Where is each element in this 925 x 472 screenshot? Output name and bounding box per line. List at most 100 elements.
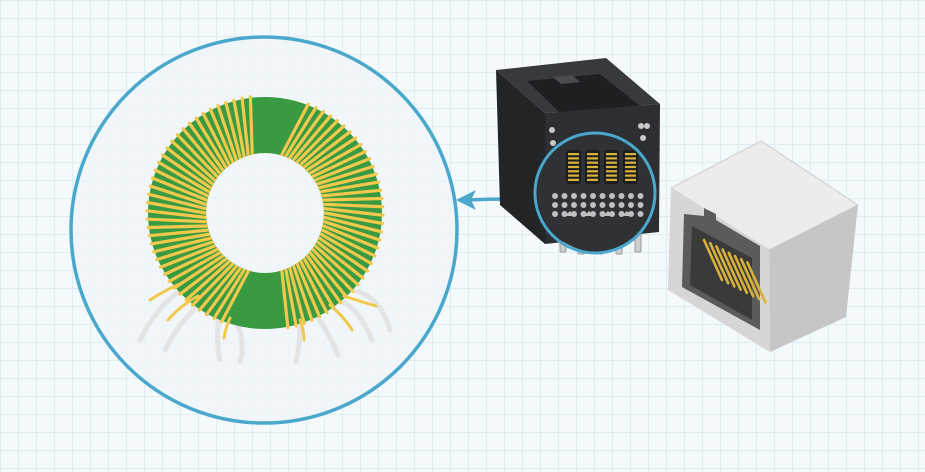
winding-turn	[316, 240, 365, 280]
winding-turn	[145, 209, 207, 219]
contact-pin	[746, 261, 767, 304]
lead-wire	[293, 322, 303, 365]
contact-pin	[733, 254, 755, 298]
winding-turn	[323, 207, 385, 217]
winding-turn	[157, 160, 211, 194]
winding-turn	[240, 96, 250, 157]
solder-pad	[561, 193, 568, 199]
winding-turn	[319, 232, 373, 266]
winding-turn	[178, 257, 228, 296]
lead-wire	[215, 312, 223, 363]
solder-pad	[637, 211, 644, 217]
lead-wire	[337, 297, 375, 343]
winding-turn	[220, 269, 250, 324]
winding-turn	[175, 133, 219, 178]
winding-turn	[299, 260, 329, 315]
winding-turn	[160, 153, 212, 190]
jack-side-face	[496, 70, 545, 244]
magnetic-rj45-jack	[496, 58, 660, 255]
jack-coil-blocks	[566, 150, 638, 184]
winding-turn	[316, 164, 375, 186]
contact-pin	[727, 251, 749, 295]
callout-arrowhead	[456, 190, 476, 210]
winding-turn	[322, 220, 382, 242]
lead-wire	[166, 294, 200, 322]
solder-pad	[637, 193, 644, 199]
solder-pad	[618, 193, 625, 199]
winding-turn	[280, 269, 290, 330]
winding-turn	[167, 251, 222, 283]
winding-turn	[280, 102, 310, 157]
winding-turn	[146, 224, 208, 230]
lead-wire	[349, 287, 393, 333]
winding-turn	[288, 109, 326, 160]
winding-turn	[216, 104, 238, 162]
winding-turn	[308, 143, 363, 175]
winding-turn	[321, 188, 383, 198]
winding-turn	[190, 262, 235, 307]
solder-pad	[590, 193, 596, 199]
winding-turn	[197, 264, 238, 312]
solder-pad	[580, 211, 587, 217]
lead-wire	[342, 294, 378, 308]
winding-turn	[208, 107, 235, 164]
winding-turn	[170, 139, 217, 182]
contact-pin	[739, 257, 761, 301]
winding-turn	[155, 240, 214, 262]
winding-leads	[148, 281, 378, 342]
solder-pad	[609, 202, 615, 208]
winding-turn	[308, 251, 349, 299]
solder-pad	[590, 202, 596, 208]
winding-turn	[152, 236, 212, 254]
contact-pin	[708, 241, 730, 285]
lead-wire	[222, 316, 232, 340]
contact-pin	[702, 238, 724, 282]
coil-block	[585, 150, 600, 184]
winding-turn	[165, 146, 214, 186]
jack-latch-notch	[553, 75, 580, 84]
winding-turn	[321, 228, 377, 258]
solder-pad	[552, 193, 558, 199]
winding-turn	[322, 202, 385, 209]
winding-turn	[284, 105, 318, 158]
winding-turn	[322, 224, 380, 250]
winding-turn	[204, 266, 242, 317]
winding-turn	[313, 157, 372, 182]
winding-turn	[322, 196, 384, 202]
winding-turn	[146, 192, 207, 211]
winding-turn	[148, 184, 208, 206]
winding-turn	[150, 176, 208, 202]
magnifier-fill	[71, 37, 457, 423]
jack-solder-pads	[552, 193, 644, 217]
solder-pad	[571, 193, 577, 199]
lead-wire	[298, 318, 306, 342]
winding-turn	[311, 150, 367, 178]
winding-turn	[284, 268, 298, 328]
solder-pad	[628, 193, 634, 199]
winding-turn	[212, 268, 246, 321]
winding-turn	[323, 211, 385, 226]
jack-front-details	[549, 123, 650, 146]
standard-jack-contacts	[702, 238, 767, 304]
winding-turn	[224, 100, 242, 160]
solder-pad	[552, 202, 558, 208]
winding-turn	[288, 266, 306, 325]
winding-turn	[232, 98, 246, 158]
solder-pad	[618, 211, 625, 217]
winding-turn	[163, 248, 219, 276]
standard-jack-port-inner	[690, 226, 752, 320]
standard-rj45-jack	[668, 140, 859, 352]
winding-turn	[311, 248, 355, 293]
lead-wire	[148, 281, 184, 302]
lead-wire	[235, 322, 245, 365]
winding-turn	[305, 136, 358, 172]
jack-magnify-marker	[533, 131, 657, 255]
winding-turn	[318, 236, 370, 273]
winding-turn	[302, 257, 336, 310]
magnifier-callout	[69, 35, 459, 425]
winding-turn	[158, 244, 217, 269]
solder-pad	[599, 211, 606, 217]
copper-windings	[145, 95, 385, 330]
lead-wire	[315, 315, 341, 358]
